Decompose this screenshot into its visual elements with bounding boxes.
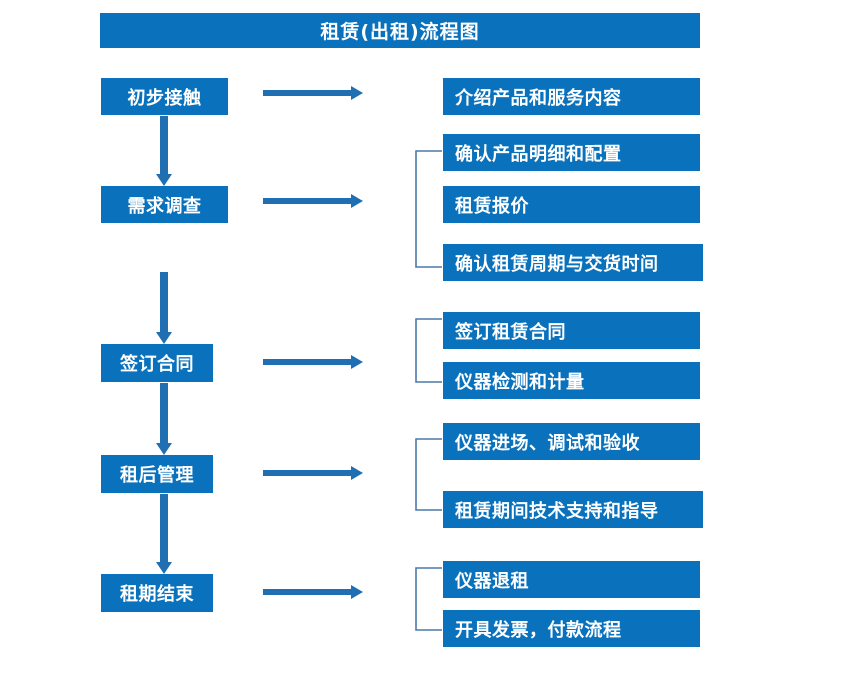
detail-box-instrument-delivery[interactable]: 仪器进场、调试和验收: [443, 423, 700, 460]
detail-box-confirm-product-spec[interactable]: 确认产品明细和配置: [443, 134, 700, 171]
detail-box-instrument-inspection[interactable]: 仪器检测和计量: [443, 362, 700, 399]
detail-box-technical-support[interactable]: 租赁期间技术支持和指导: [443, 491, 703, 528]
stage-box-initial-contact[interactable]: 初步接触: [101, 78, 228, 115]
detail-box-invoice-payment[interactable]: 开具发票，付款流程: [443, 610, 700, 647]
arrow-right-stage-2: [263, 192, 363, 210]
arrow-right-stage-3: [263, 353, 363, 371]
arrow-down-stage-2-to-3: [155, 272, 173, 344]
bracket-group-sign-contract: [414, 318, 444, 383]
bracket-group-lease-end: [414, 567, 444, 631]
stage-box-lease-end[interactable]: 租期结束: [101, 574, 213, 612]
stage-box-needs-survey[interactable]: 需求调查: [101, 186, 228, 223]
bracket-group-needs-survey: [414, 150, 444, 268]
detail-box-lease-quotation[interactable]: 租赁报价: [443, 186, 700, 223]
stage-box-post-lease-management[interactable]: 租后管理: [101, 455, 213, 493]
stage-box-sign-contract[interactable]: 签订合同: [101, 344, 213, 382]
arrow-down-stage-4-to-5: [155, 494, 173, 574]
detail-box-instrument-return[interactable]: 仪器退租: [443, 561, 700, 598]
page-title: 租赁(出租)流程图: [100, 13, 700, 48]
arrow-right-stage-1: [263, 84, 363, 102]
arrow-right-stage-4: [263, 464, 363, 482]
bracket-group-post-lease-management: [414, 438, 444, 511]
detail-box-introduce-products[interactable]: 介绍产品和服务内容: [443, 78, 700, 115]
arrow-down-stage-3-to-4: [155, 383, 173, 455]
detail-box-sign-lease-agreement[interactable]: 签订租赁合同: [443, 312, 700, 349]
arrow-right-stage-5: [263, 583, 363, 601]
arrow-down-stage-1-to-2: [155, 116, 173, 186]
detail-box-confirm-lease-period[interactable]: 确认租赁周期与交货时间: [443, 244, 703, 281]
